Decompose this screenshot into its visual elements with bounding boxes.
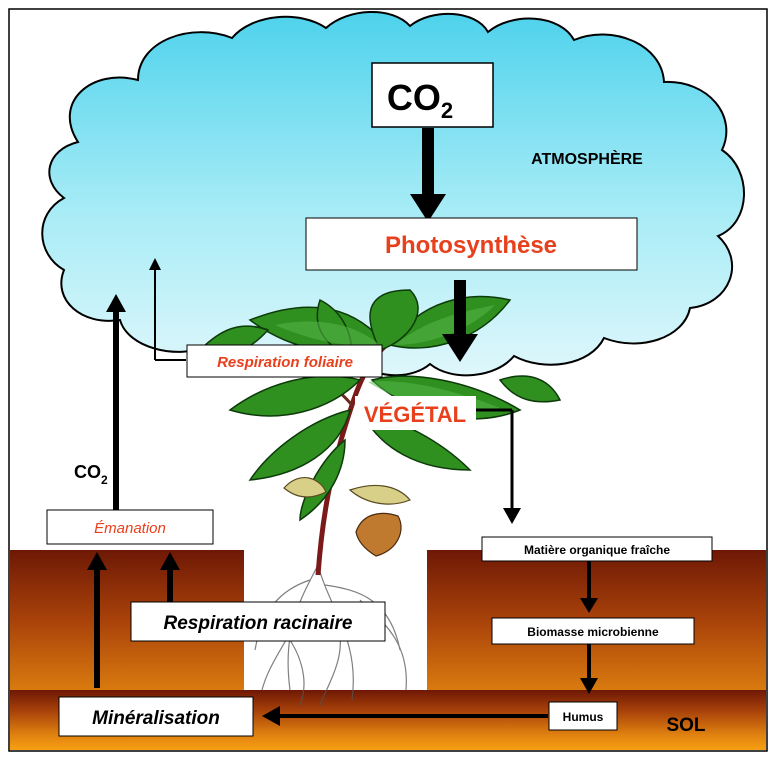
co2-atmosphere-box: CO2 <box>371 62 494 128</box>
fresh-organic-matter-label: Matière organique fraîche <box>524 543 670 557</box>
photosynthesis-box: Photosynthèse <box>305 217 638 271</box>
fresh-organic-matter-box: Matière organique fraîche <box>481 536 713 562</box>
leaf-respiration-box: Respiration foliaire <box>186 344 383 378</box>
atmosphere-label: ATMOSPHÈRE <box>531 149 643 168</box>
microbial-biomass-box: Biomasse microbienne <box>491 617 695 645</box>
photosynthesis-label: Photosynthèse <box>385 232 557 259</box>
co2-subscript: 2 <box>441 98 453 123</box>
co2-main-text: CO <box>387 77 441 118</box>
emanation-box: Émanation <box>46 509 214 545</box>
root-respiration-box: Respiration racinaire <box>130 601 386 642</box>
humus-box: Humus <box>548 701 618 731</box>
humus-label: Humus <box>563 710 604 724</box>
mineralisation-label: Minéralisation <box>92 708 220 729</box>
root-respiration-label: Respiration racinaire <box>163 613 352 634</box>
leaf-respiration-label: Respiration foliaire <box>217 354 353 371</box>
arrow-mineralisation-to-emanation <box>87 552 107 688</box>
arrow-leaf-respiration <box>149 258 186 361</box>
frame-border <box>8 8 768 752</box>
microbial-biomass-label: Biomasse microbienne <box>527 625 659 639</box>
svg-text:CO2: CO2 <box>387 77 453 123</box>
co2-left-label: CO2 <box>74 462 108 487</box>
mineralisation-box: Minéralisation <box>58 696 254 737</box>
arrow-plant-to-organic-matter <box>476 408 521 524</box>
arrow-root-respiration-to-emanation <box>160 552 180 602</box>
arrow-co2-to-photosynthesis <box>410 128 446 222</box>
arrow-photosynthesis-to-plant <box>442 280 478 362</box>
soil-label: SOL <box>666 715 705 736</box>
emanation-label: Émanation <box>94 520 166 537</box>
arrow-humus-to-mineralisation <box>262 706 548 726</box>
vegetal-label: VÉGÉTAL <box>364 402 466 427</box>
arrow-biomass-to-humus <box>580 642 598 694</box>
arrow-emanation-to-atmosphere <box>106 294 126 510</box>
atmosphere-cloud <box>41 10 745 378</box>
vegetal-box: VÉGÉTAL <box>355 396 476 430</box>
arrow-organic-to-biomass <box>580 560 598 613</box>
